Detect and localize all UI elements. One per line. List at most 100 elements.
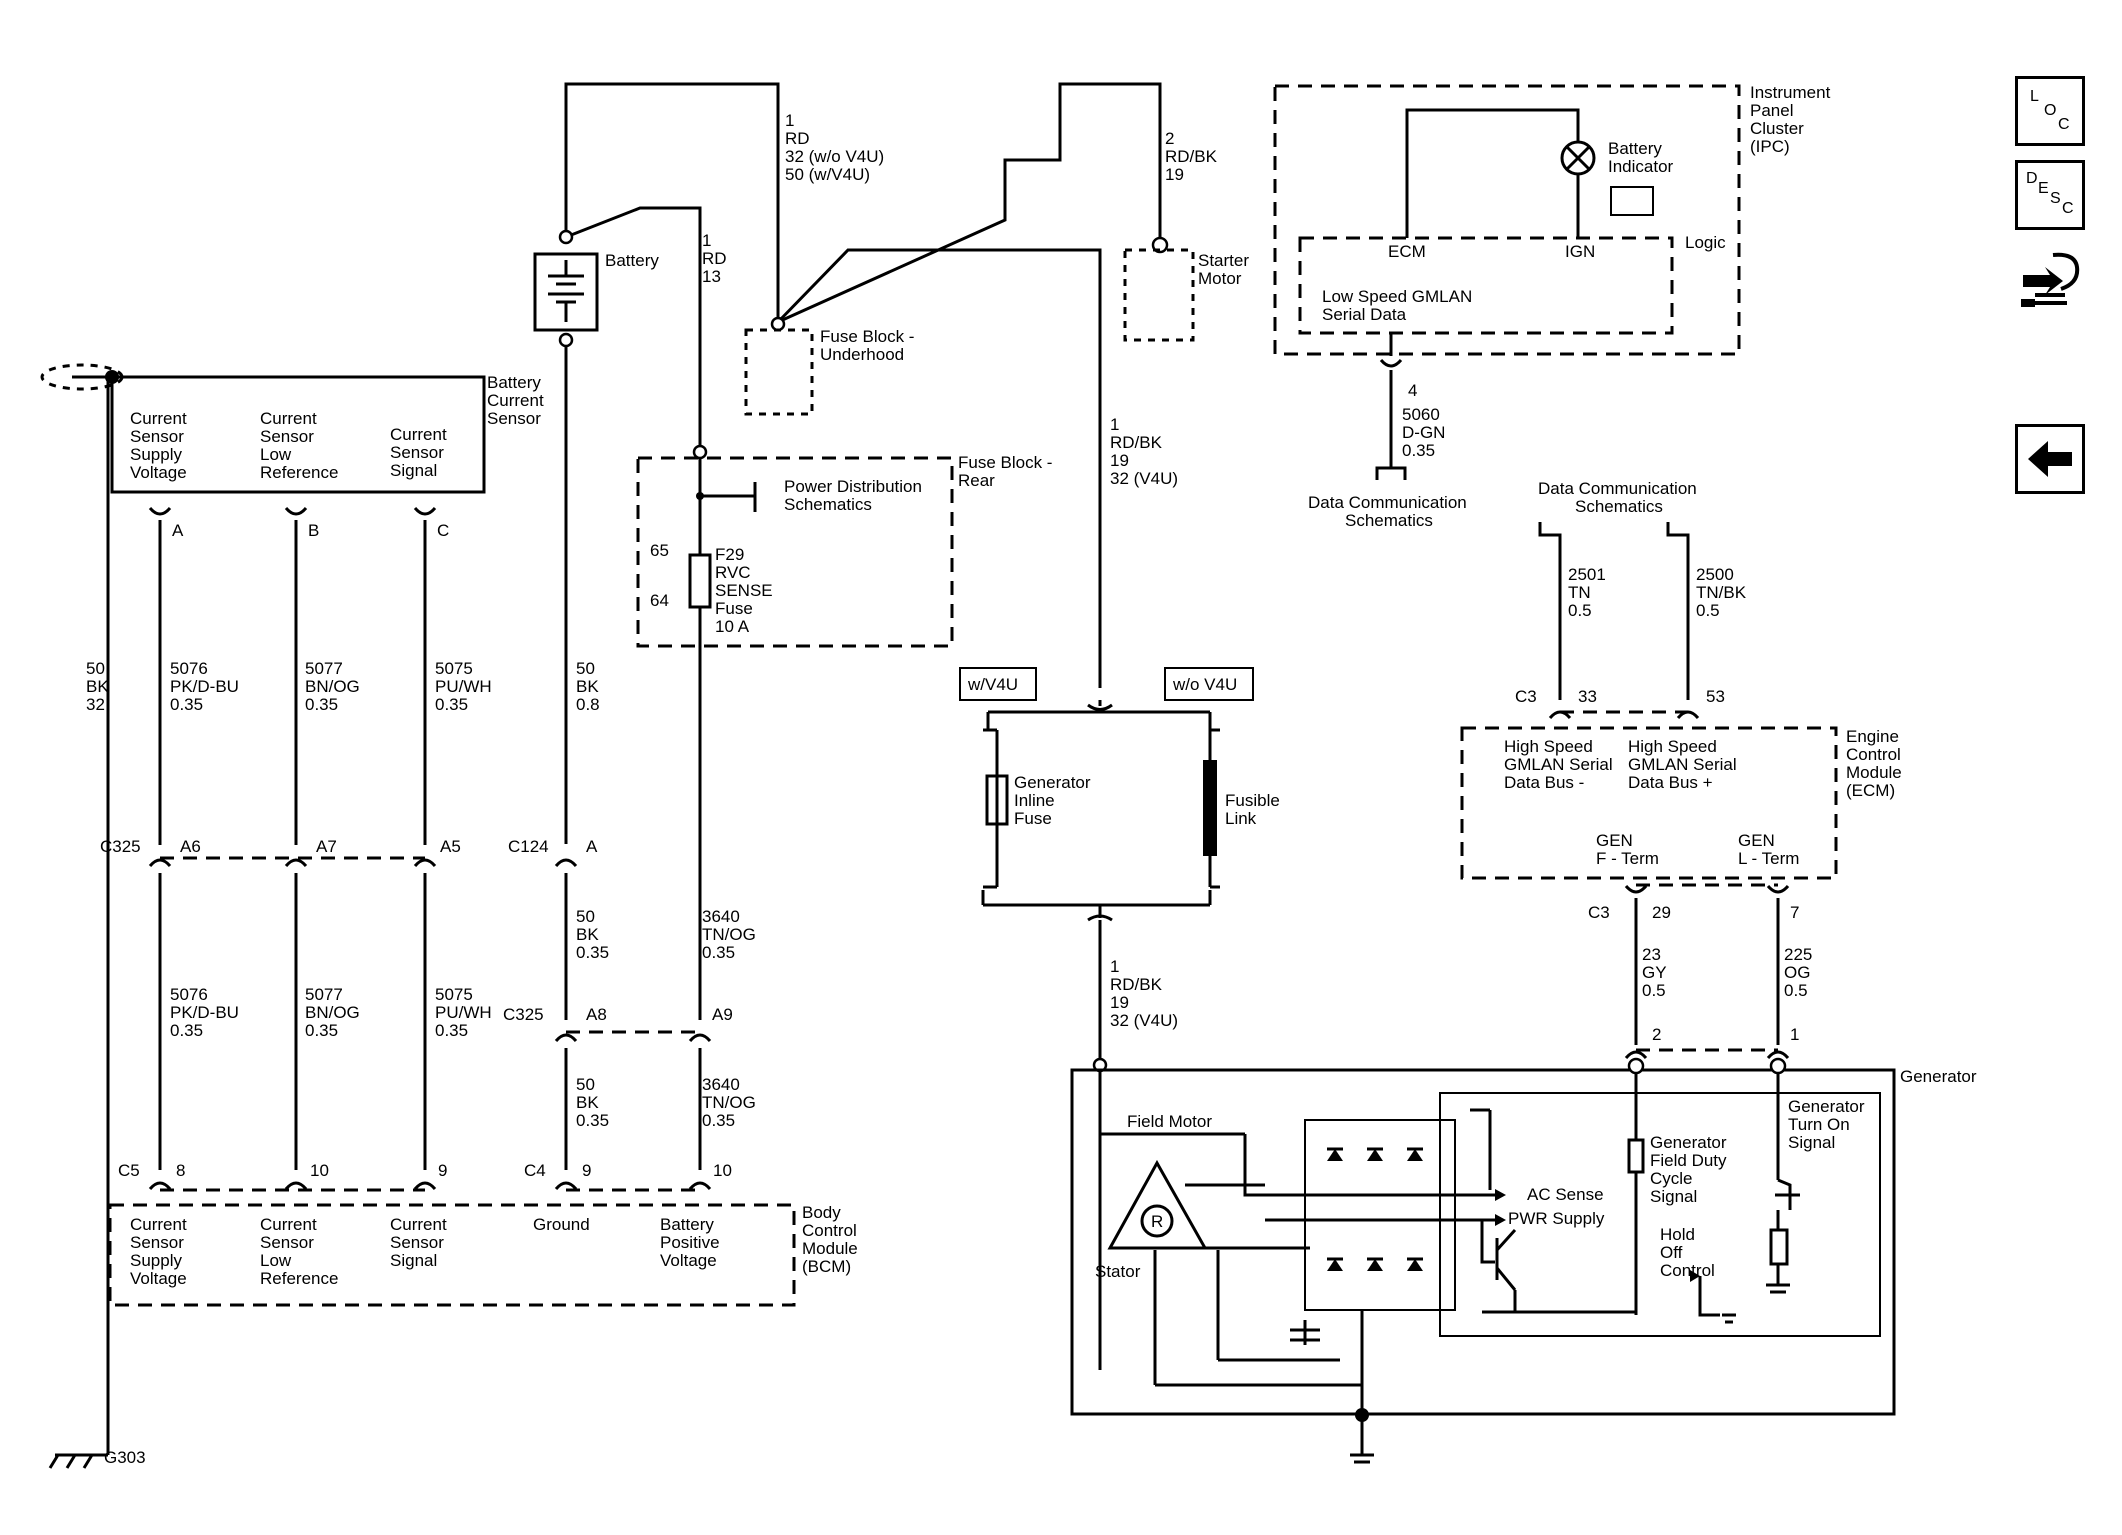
- connector-pin: A9: [712, 1005, 733, 1024]
- fuse-block-rear-name: Fuse Block -Rear: [958, 453, 1052, 490]
- connector-view-button[interactable]: [2015, 245, 2085, 320]
- back-arrow-icon: [2028, 441, 2072, 477]
- connector-pin: 53: [1706, 687, 1725, 706]
- connector-pin: 10: [310, 1161, 329, 1180]
- sensor-pin-id: B: [308, 521, 319, 540]
- connector-label: C4: [524, 1161, 546, 1180]
- loc-icon: L O C: [2030, 88, 2070, 133]
- connector-view-icon: [2021, 252, 2080, 307]
- connector-pin: 7: [1790, 903, 1799, 922]
- wire-network: [72, 82, 1780, 1455]
- connector-label: C3: [1515, 687, 1537, 706]
- connector-pin: 10: [713, 1161, 732, 1180]
- generator-internals: [1098, 1057, 1800, 1464]
- connector-pin: 9: [438, 1161, 447, 1180]
- sensor-pin-id: C: [437, 521, 449, 540]
- component-outlines: [110, 252, 1896, 1416]
- connector-pin: 33: [1578, 687, 1597, 706]
- ipc-logic-label: Logic: [1685, 233, 1726, 252]
- back-button[interactable]: [2015, 424, 2085, 494]
- connector-pin: A5: [440, 837, 461, 856]
- connector-pin: 2: [1652, 1025, 1661, 1044]
- connector-pin: A8: [586, 1005, 607, 1024]
- loc-button[interactable]: L O C: [2015, 76, 2085, 146]
- ac-sense-label: AC Sense: [1527, 1185, 1604, 1204]
- desc-button[interactable]: D E S C: [2015, 160, 2085, 230]
- connector-pin: 1: [1790, 1025, 1799, 1044]
- option-without-v4u: w/o V4U: [1172, 675, 1237, 694]
- stator-label: Stator: [1095, 1262, 1141, 1281]
- dashed-boundaries: [40, 84, 1838, 1307]
- connector-pin: A6: [180, 837, 201, 856]
- desc-icon: D E S C: [2026, 170, 2074, 217]
- connector-pin: A7: [316, 837, 337, 856]
- pwr-supply-label: PWR Supply: [1508, 1209, 1605, 1228]
- connector-label: C325: [503, 1005, 544, 1024]
- battery-label: Battery: [605, 251, 659, 270]
- generator-name: Generator: [1900, 1067, 1977, 1086]
- connector-pin: 9: [582, 1161, 591, 1180]
- ipc-ecm-label: ECM: [1388, 242, 1426, 261]
- ground-symbol-g303: G303: [48, 1448, 146, 1469]
- connector-label: C3: [1588, 903, 1610, 922]
- fuse-block-underhood-label: Fuse Block -Underhood: [820, 327, 914, 364]
- fuse-pin: 65: [650, 541, 669, 560]
- ground-label: G303: [104, 1448, 146, 1467]
- regulator-label: R: [1151, 1212, 1163, 1231]
- connector-pin: 29: [1652, 903, 1671, 922]
- fuse-pin: 64: [650, 591, 669, 610]
- connector-label: C124: [508, 837, 549, 856]
- connector-pin: A: [586, 837, 598, 856]
- connector-label: C325: [100, 837, 141, 856]
- connector-pin: 4: [1408, 381, 1417, 400]
- bcm-pin-label: Ground: [533, 1215, 590, 1234]
- sensor-pin-id: A: [172, 521, 184, 540]
- connector-label: C5: [118, 1161, 140, 1180]
- field-motor-label: Field Motor: [1127, 1112, 1212, 1131]
